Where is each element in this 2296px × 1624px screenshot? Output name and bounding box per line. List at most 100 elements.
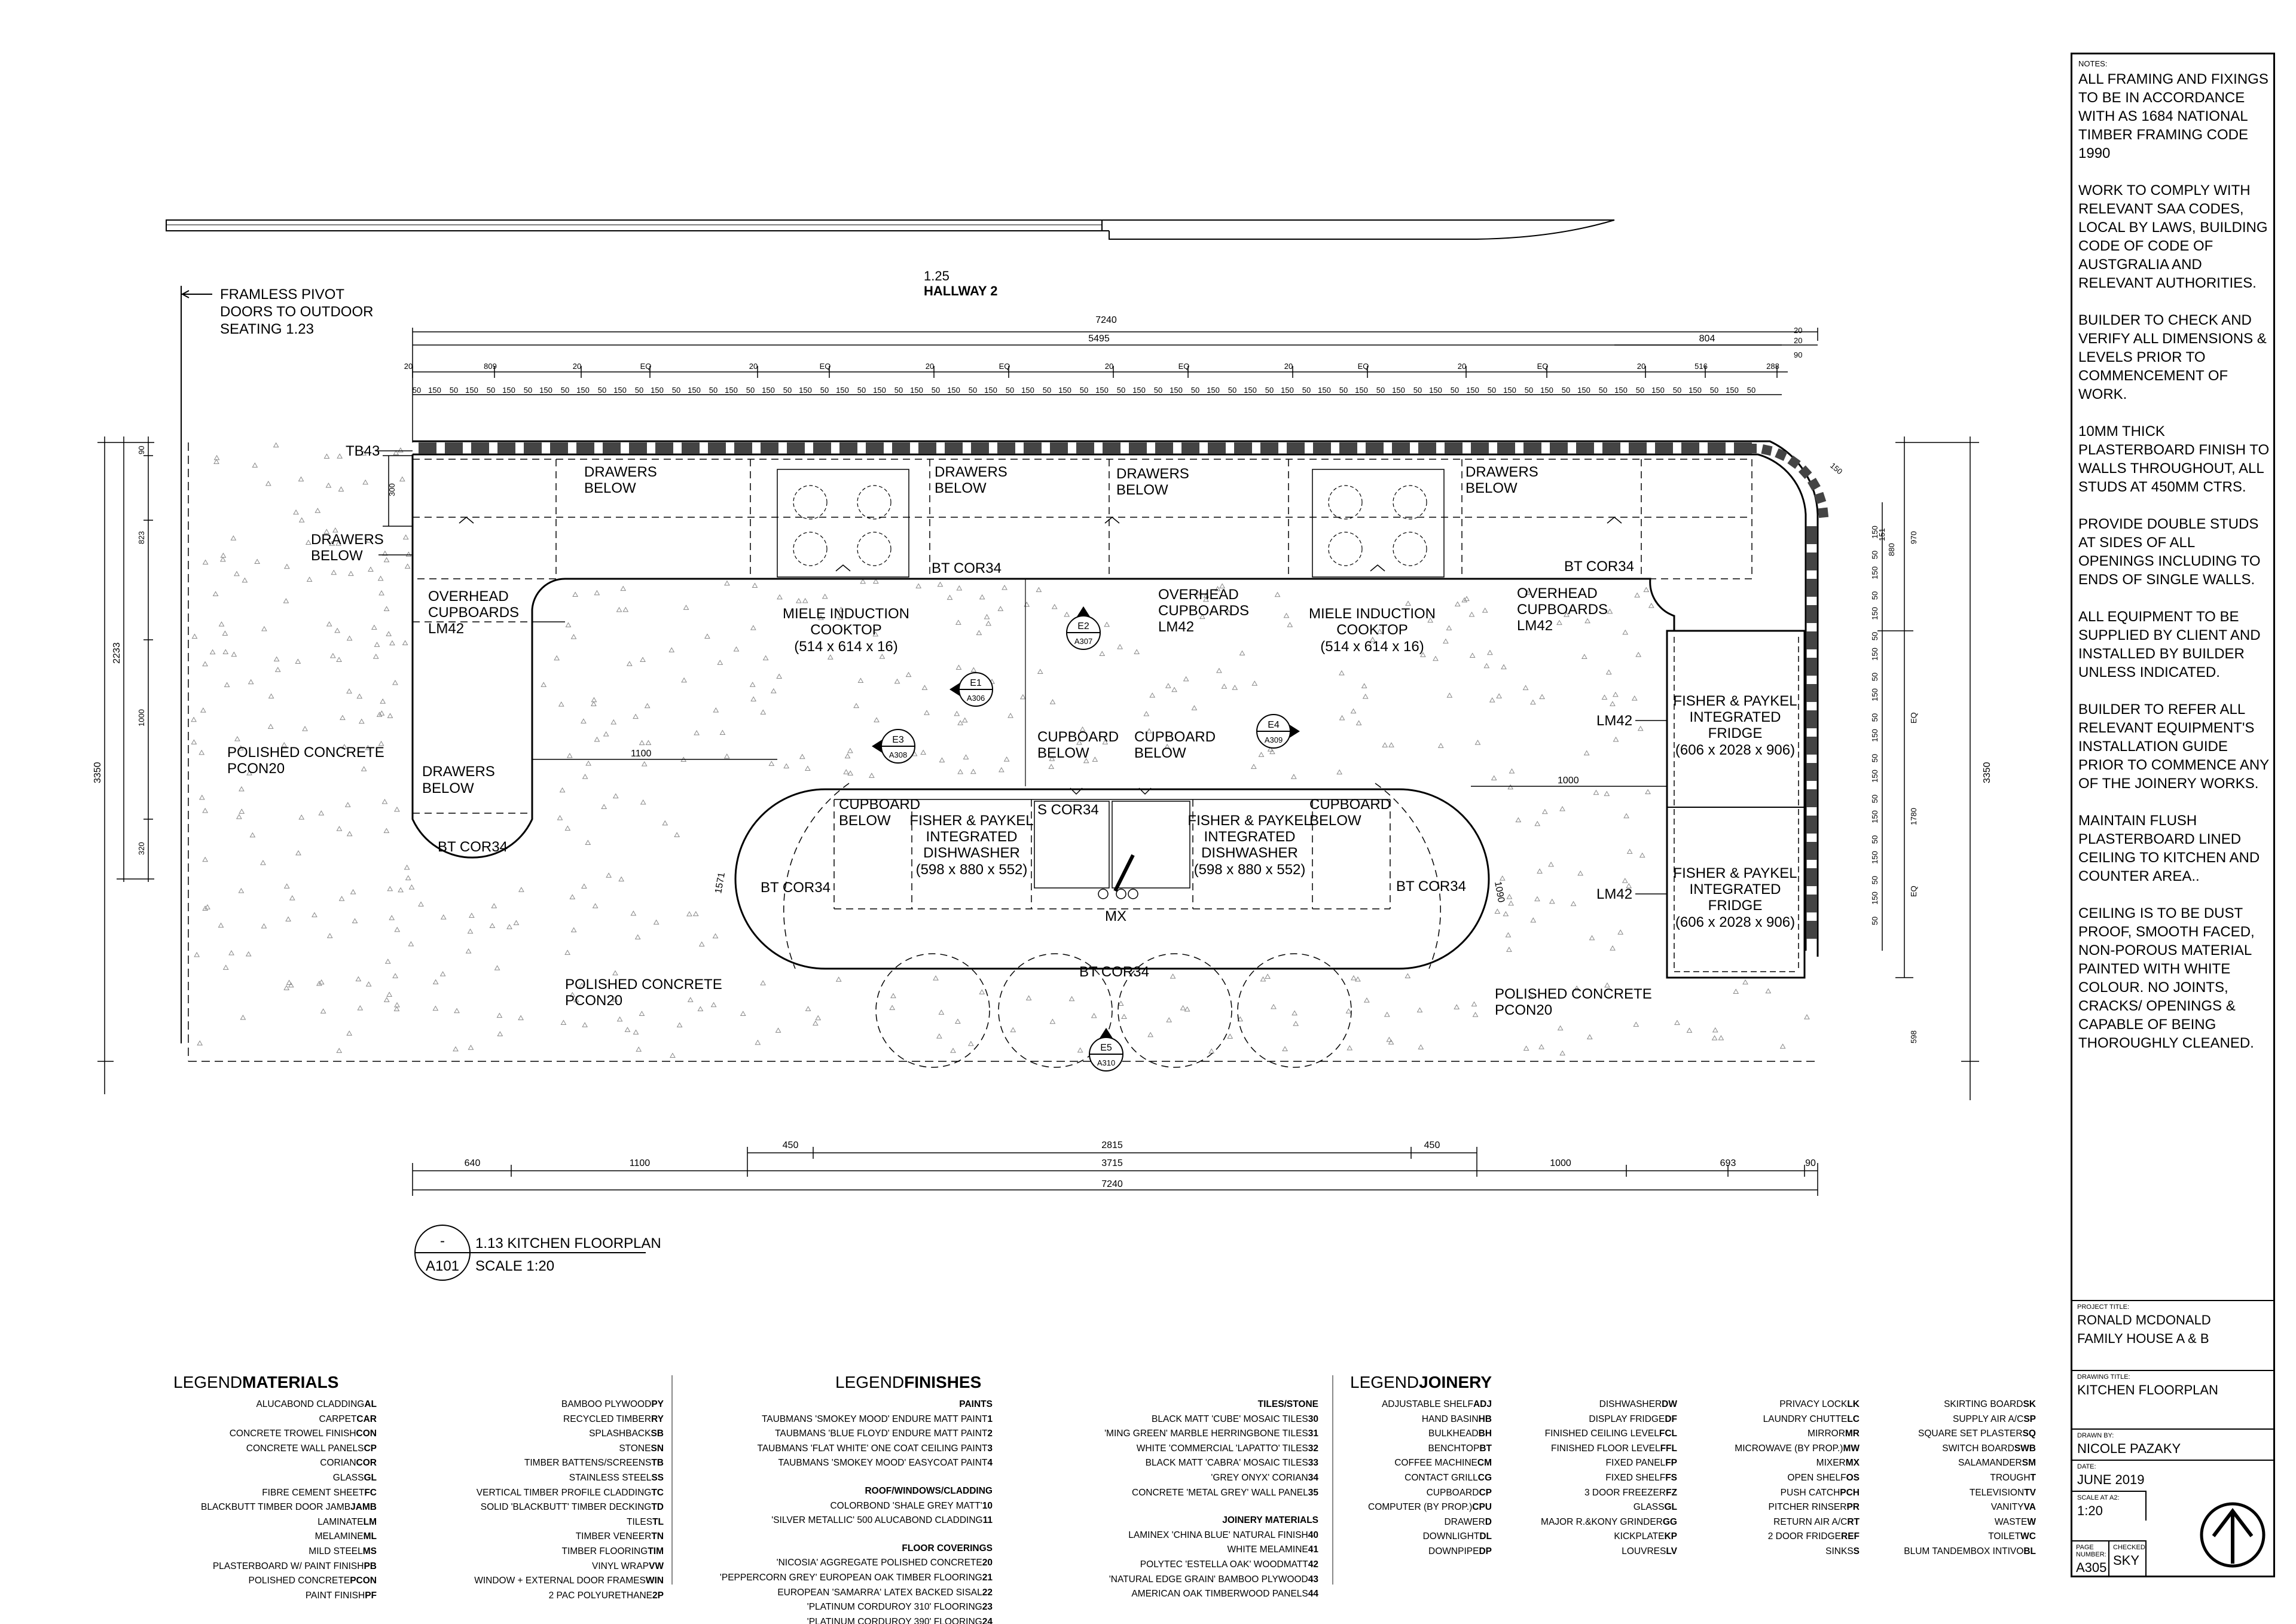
legend-item-label: DOWNLIGHT xyxy=(1422,1531,1480,1542)
fifty-label: 50 xyxy=(969,386,977,395)
legend-item-label: ALUCABOND CLADDING xyxy=(256,1399,365,1409)
elevation-marker-id: E4 xyxy=(1268,720,1280,730)
concrete-speck xyxy=(565,622,572,627)
concrete-speck xyxy=(1474,740,1481,745)
legend-item-label: 'GREY ONYX' CORIAN xyxy=(1211,1472,1308,1483)
wall-tile xyxy=(1806,526,1817,544)
concrete-speck xyxy=(835,976,842,982)
dim-right-outer: 3350 xyxy=(1982,762,1992,783)
concrete-speck xyxy=(334,627,340,633)
concrete-speck xyxy=(1515,817,1522,823)
dim-bottom-450a: 450 xyxy=(783,1140,799,1150)
concrete-speck xyxy=(518,887,524,892)
fifty-label: 50 xyxy=(1154,386,1162,395)
legend-item: 'SILVER METALLIC' 500 ALUCABOND CLADDING… xyxy=(720,1513,993,1528)
concrete-speck xyxy=(1036,587,1042,593)
legend-item-label: GLASS xyxy=(1633,1502,1665,1513)
concrete-speck xyxy=(979,989,985,994)
top-dimension-ticks xyxy=(412,366,1778,378)
fifty-label: 50 xyxy=(1413,386,1422,395)
hallway-number: 1.25 xyxy=(924,268,949,283)
fifty-label: 50 xyxy=(1117,386,1125,395)
concrete-speck xyxy=(1633,1021,1639,1027)
concrete-speck xyxy=(402,534,409,540)
concrete-speck xyxy=(392,973,398,978)
bt-cor34-2: BT COR34 xyxy=(1564,558,1634,575)
concrete-speck xyxy=(713,707,719,713)
fridge-1d: (606 x 2028 x 906) xyxy=(1675,742,1795,758)
legend-item: POLYTEC 'ESTELLA OAK' WOODMATT42 xyxy=(1104,1558,1318,1573)
legend-item-code: T xyxy=(2030,1472,2036,1483)
concrete-speck xyxy=(1626,848,1633,854)
concrete-speck xyxy=(281,742,288,747)
concrete-speck xyxy=(236,814,242,819)
wall-tile xyxy=(419,442,436,454)
legend-item-code: 32 xyxy=(1308,1443,1318,1454)
concrete-speck xyxy=(585,840,591,845)
concrete-speck xyxy=(612,996,618,1002)
concrete-speck xyxy=(1003,756,1010,762)
concrete-speck xyxy=(872,631,879,637)
fifty-label: 50 xyxy=(1599,386,1607,395)
concrete-speck xyxy=(1765,988,1772,994)
legend-item-label: PLASTERBOARD W/ PAINT FINISH xyxy=(212,1561,364,1571)
wall-tile xyxy=(1339,442,1357,454)
legend-item-code: TN xyxy=(651,1531,664,1542)
right-fifty-label: 150 xyxy=(1870,770,1879,783)
legend-item-code: VA xyxy=(2023,1502,2036,1513)
legend-item-code: TC xyxy=(651,1487,664,1498)
concrete-speck xyxy=(1593,789,1599,795)
note-item: ALL EQUIPMENT TO BE SUPPLIED BY CLIENT A… xyxy=(2078,609,2261,680)
concrete-speck xyxy=(1574,985,1580,991)
concrete-speck xyxy=(939,757,945,762)
wall-tile xyxy=(524,442,542,454)
legend-item-code: PCH xyxy=(1840,1487,1860,1498)
fifty-label: 150 xyxy=(1392,386,1405,395)
legend-item: PITCHER RINSERPR xyxy=(1735,1500,1860,1515)
legend-item-code: RT xyxy=(1847,1516,1860,1527)
legend-item: TELEVISIONTV xyxy=(1904,1486,2036,1501)
concrete-speck xyxy=(1499,875,1506,881)
legend-item-label: DISPLAY FRIDGE xyxy=(1589,1414,1665,1424)
concrete-speck xyxy=(326,621,332,627)
legend-item-label: TAUBMANS 'BLUE FLOYD' ENDURE MATT PAINT xyxy=(775,1428,988,1439)
concrete-speck xyxy=(408,941,414,947)
concrete-speck xyxy=(202,905,209,911)
top-chain-label: 516 xyxy=(1694,362,1708,371)
fifty-label: 50 xyxy=(783,386,792,395)
legend-item-code: PCON xyxy=(350,1576,377,1586)
concrete-speck xyxy=(1631,695,1638,701)
concrete-speck xyxy=(683,605,689,610)
concrete-speck xyxy=(238,887,245,893)
concrete-speck xyxy=(1622,629,1629,635)
note-item: WORK TO COMPLY WITH RELEVANT SAA CODES, … xyxy=(2078,182,2268,291)
legend-item-code: D xyxy=(1485,1516,1492,1527)
legend-item: TOILETWC xyxy=(1904,1530,2036,1544)
concrete-speck xyxy=(1405,973,1411,978)
concrete-speck xyxy=(1622,878,1628,883)
fridge-1a: FISHER & PAYKEL xyxy=(1673,693,1797,709)
fifty-label: 150 xyxy=(428,386,441,395)
concrete-speck xyxy=(191,739,197,744)
cupboard-below-3b: BELOW xyxy=(1134,745,1186,761)
cooktop-2c: (514 x 614 x 16) xyxy=(1320,639,1424,655)
legend-item-code: CP xyxy=(1479,1487,1492,1498)
drawers-below-1b: BELOW xyxy=(584,480,636,496)
wall-tile xyxy=(1445,442,1463,454)
concrete-speck xyxy=(937,581,944,587)
elevation-marker-icon xyxy=(1256,714,1300,749)
right-fifty-label: 50 xyxy=(1870,632,1879,640)
concrete-speck xyxy=(633,713,639,719)
legend-item-code: 44 xyxy=(1308,1589,1318,1599)
wall-tile xyxy=(1806,552,1817,570)
legend-item-code: MW xyxy=(1843,1443,1860,1454)
concrete-speck xyxy=(1605,669,1612,674)
wall-tile xyxy=(918,442,936,454)
concrete-speck xyxy=(1446,692,1453,698)
door-note-3: SEATING 1.23 xyxy=(220,321,314,337)
top-chain-label: EQ xyxy=(1358,362,1369,371)
legend-item: SUPPLY AIR A/CSP xyxy=(1904,1412,2036,1427)
legend-item: TIMBER VENEERTN xyxy=(474,1530,664,1544)
concrete-speck xyxy=(1350,708,1357,714)
concrete-speck xyxy=(1049,699,1056,704)
